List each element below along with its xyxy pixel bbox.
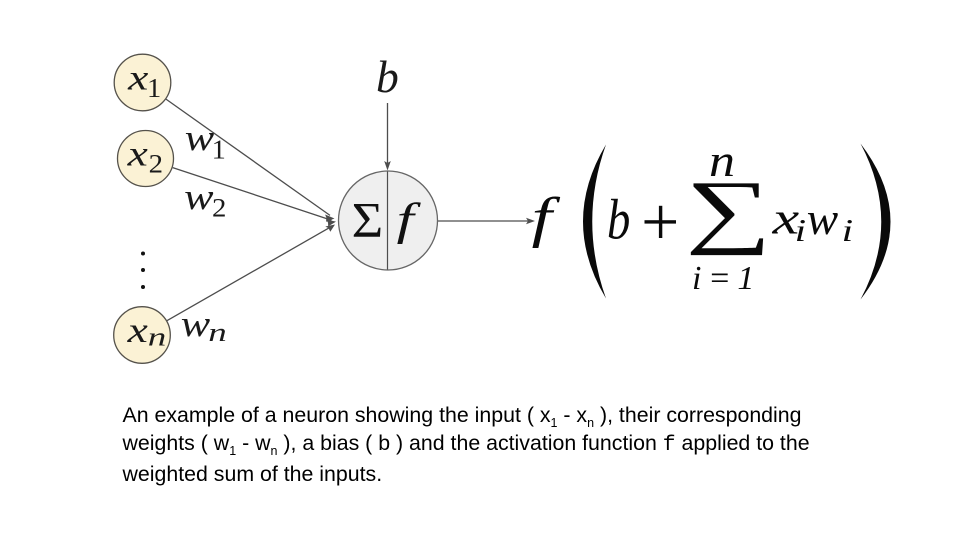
svg-text:x: x [771, 192, 800, 243]
svg-text:w: w [184, 177, 214, 218]
svg-text:1: 1 [147, 73, 161, 103]
svg-text:b: b [376, 51, 399, 102]
svg-text:w: w [185, 118, 215, 159]
svg-text:w: w [807, 193, 839, 244]
svg-text:i: i [795, 212, 807, 248]
svg-text:n: n [208, 318, 227, 347]
svg-text:2: 2 [212, 192, 226, 222]
svg-text:i=1: i=1 [692, 260, 761, 297]
svg-text:∑: ∑ [685, 165, 771, 256]
svg-text:b: b [607, 188, 630, 251]
svg-text:n: n [709, 135, 735, 186]
svg-text:2: 2 [149, 149, 163, 178]
svg-text:x: x [127, 58, 148, 98]
svg-text:f: f [532, 187, 562, 249]
svg-text:i: i [842, 212, 854, 248]
svg-text:x: x [126, 310, 147, 350]
svg-text:w: w [181, 304, 211, 345]
svg-text:n: n [148, 322, 167, 351]
svg-text:1: 1 [212, 134, 226, 164]
svg-text:x: x [126, 134, 147, 174]
svg-text:Σ: Σ [352, 192, 384, 248]
